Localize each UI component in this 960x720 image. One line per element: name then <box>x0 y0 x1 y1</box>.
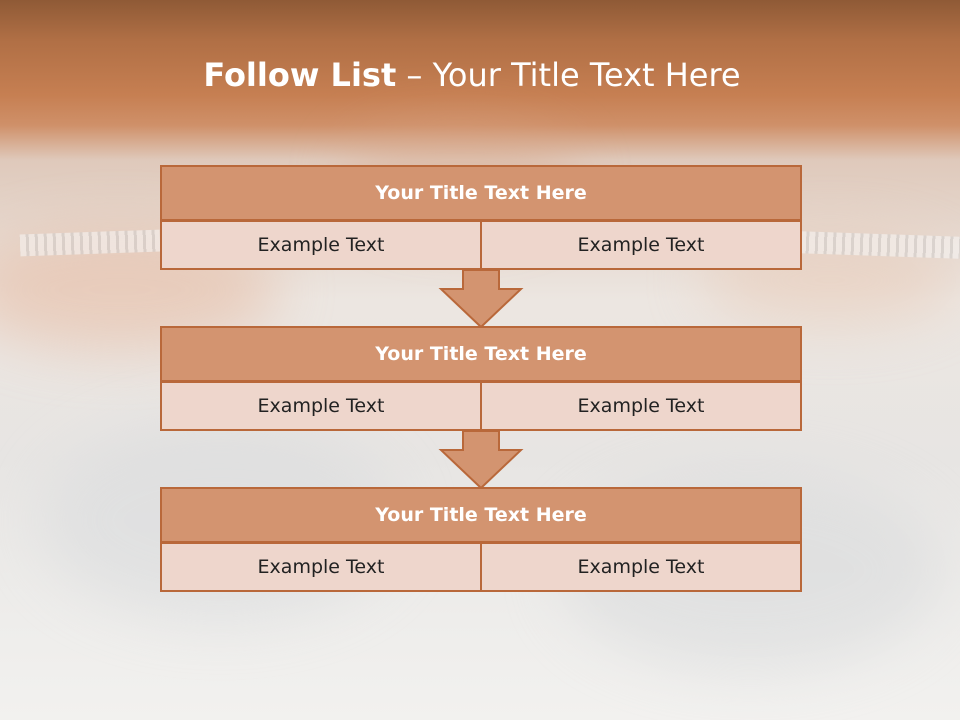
list-block: Your Title Text Here Example Text Exampl… <box>160 487 802 592</box>
list-block: Your Title Text Here Example Text Exampl… <box>160 165 802 270</box>
list-block: Your Title Text Here Example Text Exampl… <box>160 326 802 431</box>
slide-title-bold: Follow List <box>203 56 397 94</box>
block-row: Example Text Example Text <box>160 542 802 592</box>
slide-title-rest: – Your Title Text Here <box>396 56 741 94</box>
block-title: Your Title Text Here <box>160 326 802 382</box>
block-title: Your Title Text Here <box>160 487 802 543</box>
down-arrow-icon <box>438 269 524 329</box>
block-title: Your Title Text Here <box>160 165 802 221</box>
block-cell-right: Example Text <box>480 220 802 270</box>
block-cell-left: Example Text <box>160 542 482 592</box>
block-cell-right: Example Text <box>480 381 802 431</box>
block-row: Example Text Example Text <box>160 381 802 431</box>
block-cell-left: Example Text <box>160 220 482 270</box>
block-cell-right: Example Text <box>480 542 802 592</box>
block-row: Example Text Example Text <box>160 220 802 270</box>
block-cell-left: Example Text <box>160 381 482 431</box>
down-arrow-icon <box>438 430 524 490</box>
slide-title: Follow List – Your Title Text Here <box>0 52 944 98</box>
